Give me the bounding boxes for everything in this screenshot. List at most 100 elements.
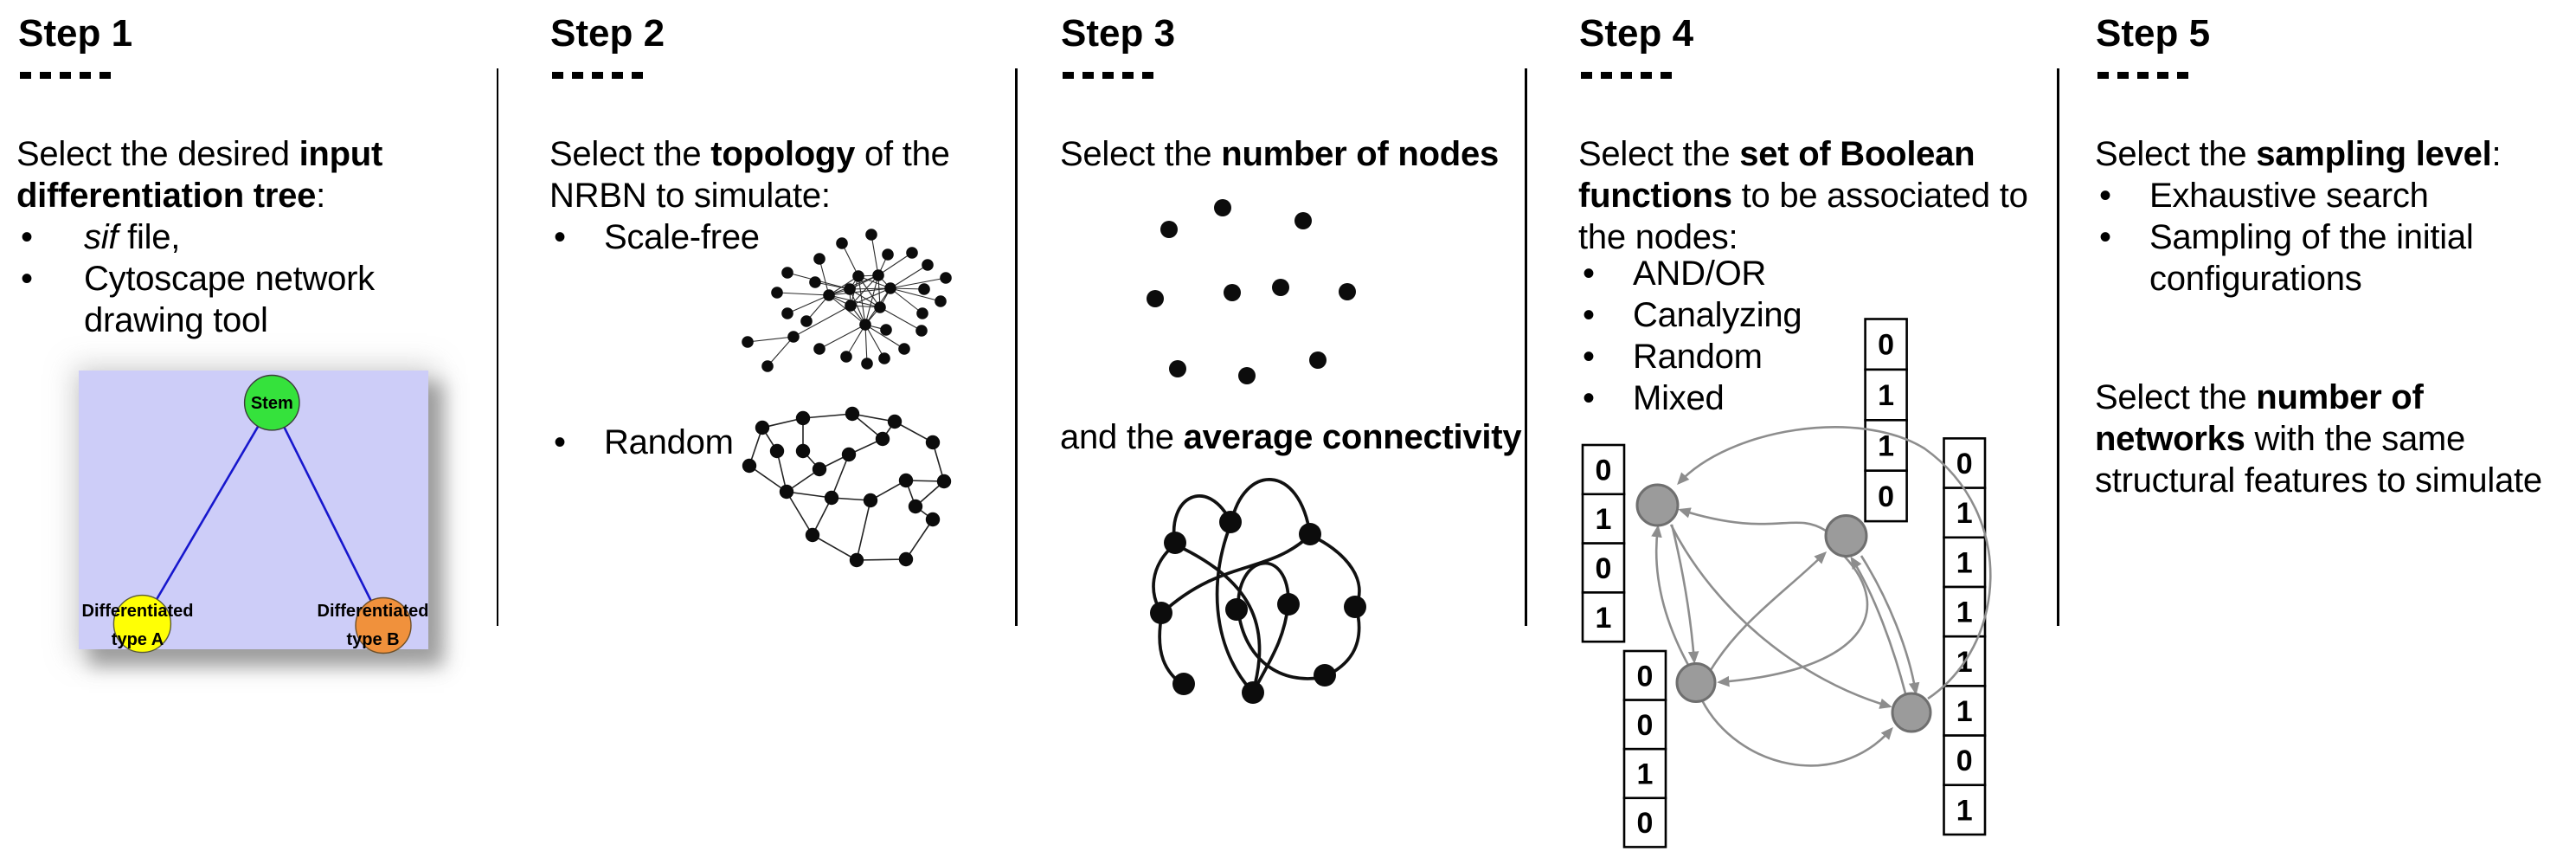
circle-shape [863,493,878,508]
line-shape [858,275,881,308]
step3-text-block-1: Select the number of nodes [1060,133,1519,175]
circle-shape [813,343,825,355]
circle-shape [916,307,928,319]
bullet-marker: • [21,217,33,256]
circle-shape [908,499,923,514]
vector-top-bit-3: 0 [1878,480,1894,513]
scale-free-network-figure [736,219,960,379]
text-line: NRBN to simulate: [549,175,999,216]
circle-shape [1219,511,1242,533]
circle-shape [761,360,774,372]
text-line: Select the topology of the [549,133,999,175]
bullet-item-line: • Exhaustive search [2095,175,2571,216]
step2-dash-line [552,72,643,79]
bold-text-run: input [299,134,383,173]
step4-heading: Step 4 [1579,12,1694,55]
text-run: Select the [2095,378,2257,417]
circle-shape [887,414,903,429]
step1-heading: Step 1 [18,12,133,55]
line-shape [802,413,853,419]
vector-bottom-left-bit-2: 1 [1637,758,1654,791]
path-shape [1709,551,1828,671]
circle-shape [1272,279,1289,296]
circle-shape [882,248,894,261]
rect-shape [1943,437,1987,489]
text-run: Sampling of the initial [2149,217,2474,256]
text-run: Random [604,423,734,462]
circle-shape [742,458,757,474]
step5-text-block-1: Select the sampling level:•Exhaustive se… [2095,133,2571,300]
circle-shape [1294,212,1312,229]
text-run: AND/OR [1633,255,1767,293]
line-shape [856,500,871,561]
text-run: : [2491,134,2502,173]
vector-left-bit-1: 1 [1596,503,1612,536]
line-shape [767,336,794,367]
vector-left-bit-3: 1 [1596,602,1612,635]
line-shape [864,324,868,364]
text-line: and the average connectivity [1060,416,1522,458]
text-run: : [316,176,326,215]
circle-shape [841,447,857,462]
text-line: Select the number of [2095,377,2571,418]
line-shape [864,324,885,359]
bullet-marker: • [554,423,566,462]
column-divider-1 [496,68,499,626]
circle-shape [915,325,928,337]
line-shape [819,324,866,350]
circle-shape [925,512,941,527]
circle-shape [1214,199,1231,216]
bullet-marker: • [1583,255,1595,293]
circle-shape [1277,593,1300,616]
line-shape [864,324,905,350]
rect-shape [1943,783,1987,836]
line-shape [841,242,859,277]
path-shape [1700,699,1893,767]
line-shape [787,294,830,314]
text-run: structural features to simulate [2095,461,2542,500]
text-run: Canalyzing [1633,296,1802,335]
text-run: file, [118,217,181,256]
rect-shape [1864,368,1908,422]
circle-shape [852,270,864,282]
stem-node [243,374,300,431]
line-shape [828,287,891,296]
circle-shape [878,352,890,364]
circle-shape [872,269,884,281]
line-shape [786,491,833,500]
text-line: Select the set of Boolean [1578,133,2050,175]
text-run: to be associated to [1731,176,2028,215]
step4-dash-line [1581,72,1672,79]
bullet-item-line: •Sampling of the initial [2095,216,2571,258]
bullet-item-line: •Scale-free [549,216,999,258]
circle-shape [898,473,914,488]
text-run: and the [1060,418,1184,457]
circle-shape [795,443,811,459]
node-d [1891,692,1932,733]
line-shape [890,287,941,302]
path-shape [1850,556,1907,694]
edge-stem-typeB [271,402,385,627]
text-run: the nodes: [1578,217,1738,256]
type-a-node [112,594,172,654]
circle-shape [809,276,821,288]
bold-text-run: functions [1578,176,1732,215]
bullet-item-line: •Mixed [1578,377,2050,419]
step1-dash-line [20,72,111,79]
circle-shape [1339,283,1356,300]
text-run: Exhaustive search [2149,176,2429,215]
circle-shape [824,490,839,506]
bold-text-run: number of [2256,378,2424,417]
bold-text-run: differentiation tree [16,176,317,215]
bullet-marker: • [2099,176,2111,215]
text-run: Random [1633,338,1763,377]
bullet-item-line: •Canalyzing [1578,294,2050,336]
line-shape [864,274,879,326]
circle-shape [1160,221,1178,238]
line-shape [811,534,858,561]
path-shape [1309,533,1361,607]
rect-shape [1943,685,1987,737]
circle-shape [875,431,890,447]
line-shape [748,465,787,493]
